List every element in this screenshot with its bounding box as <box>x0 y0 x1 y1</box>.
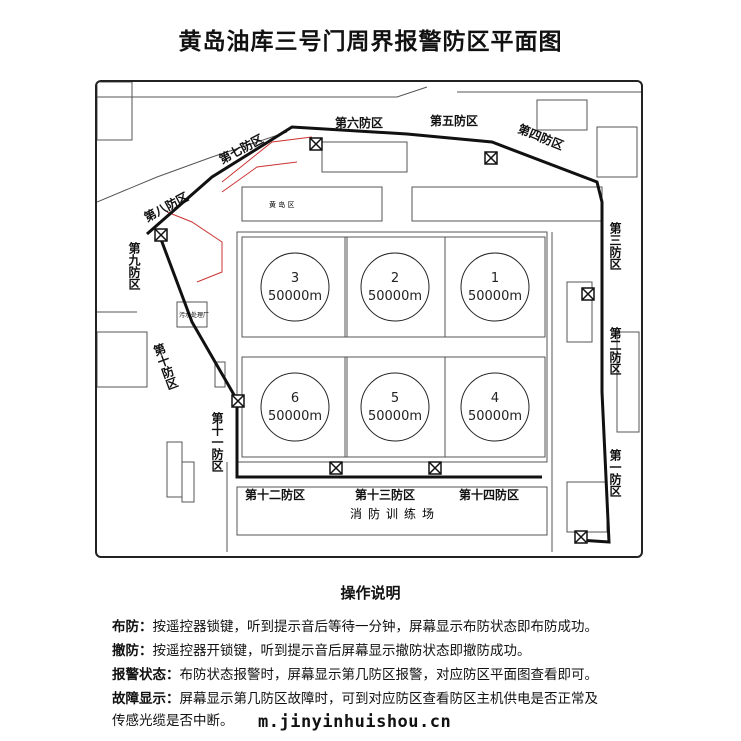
tank-capacity: 50000m <box>468 289 522 304</box>
tank-number: 3 <box>291 271 299 286</box>
tank-capacity: 50000m <box>268 289 322 304</box>
operation-disarm-text: 按遥控器开锁键，听到提示音后屏幕显示撤防状态即撤防成功。 <box>152 643 531 659</box>
tank-number: 6 <box>291 391 299 406</box>
operation-alarm-label: 报警状态： <box>112 667 180 683</box>
tank-capacity: 50000m <box>368 409 422 424</box>
zone-host-markers <box>154 137 595 544</box>
building-label: 污水处理厂 <box>179 311 209 319</box>
zone-label-10: 第十防区 <box>150 340 180 392</box>
tank-number: 1 <box>491 271 499 286</box>
tank-number: 4 <box>491 391 499 406</box>
zone-label-4: 第四防区 <box>516 121 566 153</box>
tank-circles <box>260 252 530 442</box>
building-label: 黄 岛 区 <box>269 200 294 209</box>
operation-fault: 故障显示：屏幕显示第几防区故障时，可到对应防区查看防区主机供电是否正常及 <box>112 690 598 708</box>
zone-label-1: 第一防区 <box>608 448 622 498</box>
zone-label-14: 第十四防区 <box>459 487 519 502</box>
operation-disarm: 撤防：按遥控器开锁键，听到提示音后屏幕显示撤防状态即撤防成功。 <box>112 642 531 660</box>
operation-disarm-label: 撤防： <box>112 643 153 659</box>
training-ground-label: 消防训练场 <box>350 506 440 521</box>
tank-number: 2 <box>391 271 399 286</box>
zone-label-12: 第十二防区 <box>245 487 305 502</box>
tank-capacity: 50000m <box>468 409 522 424</box>
zone-label-11: 第十一防区 <box>210 411 224 473</box>
operation-alarm-text: 布防状态报警时，屏幕显示第几防区报警，对应防区平面图查看即可。 <box>179 667 599 683</box>
watermark: m.jinyinhuishou.cn <box>258 712 452 732</box>
operations-heading: 操作说明 <box>340 584 401 602</box>
zone-label-5: 第五防区 <box>430 113 478 128</box>
operation-fault-label: 故障显示： <box>112 691 180 707</box>
operation-arm-label: 布防： <box>112 619 153 635</box>
operation-fault-text: 屏幕显示第几防区故障时，可到对应防区查看防区主机供电是否正常及 <box>179 691 599 707</box>
zone-label-9: 第九防区 <box>127 241 141 291</box>
operation-fault-cont: 传感光缆是否中断。 <box>112 713 234 729</box>
zone-label-6: 第六防区 <box>335 115 383 130</box>
operation-alarm: 报警状态：布防状态报警时，屏幕显示第几防区报警，对应防区平面图查看即可。 <box>112 666 598 684</box>
page-title: 黄岛油库三号门周界报警防区平面图 <box>178 29 563 55</box>
site-plan-map: 3 50000m 2 50000m 1 50000m 6 50000m 5 50… <box>95 80 643 558</box>
tank-capacity: 50000m <box>368 289 422 304</box>
zone-label-8: 第八防区 <box>141 189 190 225</box>
perimeter-fence-north-east <box>146 125 611 544</box>
operation-arm: 布防：按遥控器锁键，听到提示音后等待一分钟，屏幕显示布防状态即布防成功。 <box>112 618 598 636</box>
tank-capacity: 50000m <box>268 409 322 424</box>
tank-number: 5 <box>391 391 399 406</box>
operation-arm-text: 按遥控器锁键，听到提示音后等待一分钟，屏幕显示布防状态即布防成功。 <box>152 619 599 635</box>
fence-wiring <box>166 136 313 283</box>
site-plan-svg: 3 50000m 2 50000m 1 50000m 6 50000m 5 50… <box>97 82 641 552</box>
zone-label-13: 第十三防区 <box>355 487 415 502</box>
zone-label-3: 第三防区 <box>608 221 622 271</box>
zone-label-2: 第二防区 <box>608 326 622 376</box>
